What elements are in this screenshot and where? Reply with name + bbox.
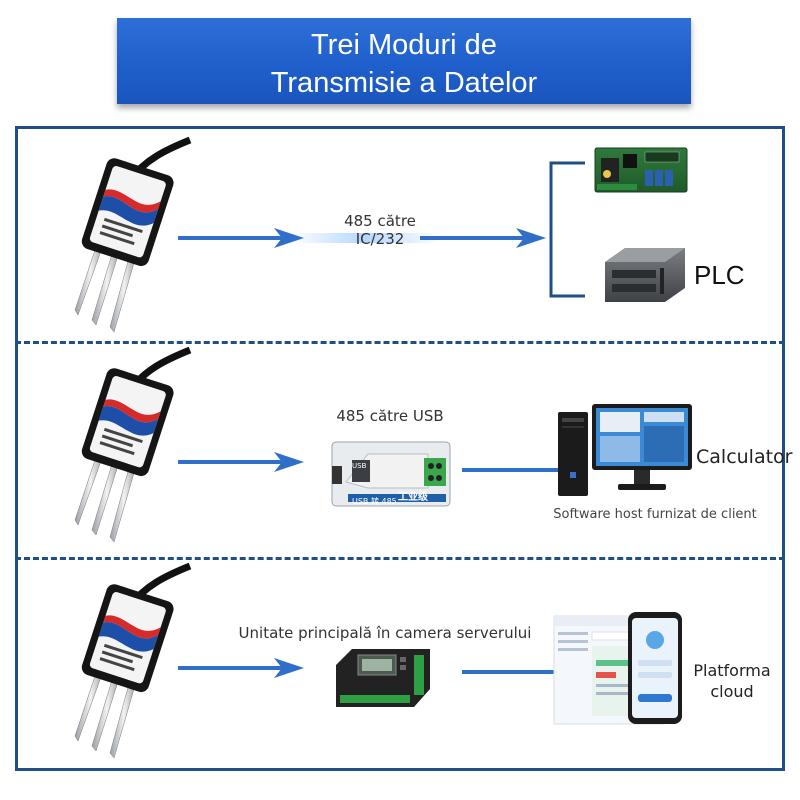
row-divider-1 xyxy=(15,341,785,344)
arrow-icon xyxy=(176,226,306,250)
cloud-platform-icon xyxy=(553,612,682,725)
plc-device-icon xyxy=(605,248,685,302)
computer-label: Calculator xyxy=(696,446,793,468)
software-caption: Software host furnizat de client xyxy=(553,507,757,522)
computer-icon xyxy=(558,404,692,496)
converter-label-rs232: 485 către IC/232 xyxy=(320,212,440,248)
device-model-text: USB 转 485 xyxy=(352,497,397,506)
cloud-platform-label: Platforma cloud xyxy=(686,660,778,702)
row-divider-2 xyxy=(15,557,785,560)
cloud-label-line-2: cloud xyxy=(710,682,754,701)
device-usb-tag: USB xyxy=(352,462,367,470)
server-unit-label: Unitate principală în camera serverului xyxy=(238,624,532,642)
soil-sensor-icon xyxy=(70,350,200,550)
main-unit-icon xyxy=(336,649,430,707)
cloud-label-line-1: Platforma xyxy=(693,661,771,680)
usb-converter-label: 485 către USB xyxy=(336,407,444,425)
converter-label-line-2: IC/232 xyxy=(355,230,405,248)
plc-label: PLC xyxy=(694,260,745,290)
title-banner: Trei Moduri de Transmisie a Datelor xyxy=(117,18,691,104)
signal-glow xyxy=(290,233,440,243)
title-line-2: Transmisie a Datelor xyxy=(270,67,538,99)
branch-connector xyxy=(549,161,585,298)
title-line-1: Trei Moduri de xyxy=(311,29,497,61)
control-board-icon xyxy=(594,147,688,193)
usb-485-converter-icon xyxy=(331,441,451,507)
device-brand-text: 工业级 xyxy=(398,492,428,503)
arrow-icon xyxy=(176,450,306,474)
diagram-frame xyxy=(15,126,785,771)
arrow-icon xyxy=(176,656,306,680)
converter-label-line-1: 485 către xyxy=(344,212,416,230)
